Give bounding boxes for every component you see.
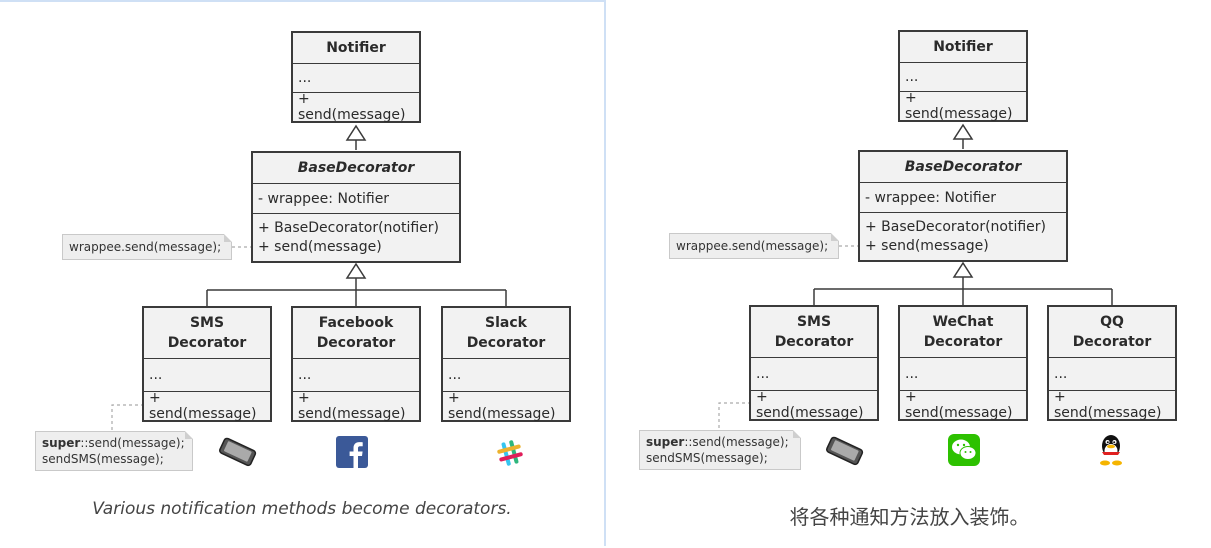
- class-fields: ...: [900, 62, 1026, 91]
- class-fields: ...: [144, 358, 270, 391]
- note-text: sendSMS(message);: [646, 451, 768, 465]
- class-method: + send(message): [293, 390, 419, 422]
- class-facebook-decorator: Facebook Decorator ... + send(message): [291, 306, 421, 422]
- connector-lines: [718, 123, 1113, 431]
- inheritance-arrow: [952, 261, 974, 278]
- class-wechat-decorator: WeChat Decorator ... + send(message): [898, 305, 1028, 421]
- phone-icon: [219, 437, 257, 467]
- class-title: Facebook Decorator: [293, 308, 419, 358]
- class-fields: ...: [293, 358, 419, 391]
- panel-english: Notifier ... + send(message) BaseDecorat…: [0, 0, 606, 546]
- class-method: + BaseDecorator(notifier): [258, 219, 440, 236]
- qq-icon: [1100, 435, 1122, 466]
- class-title: Notifier: [933, 39, 993, 55]
- class-title-line: SMS: [796, 314, 832, 330]
- note-text: ::send(message);: [80, 436, 185, 450]
- class-sms-decorator: SMS Decorator ... + send(message): [749, 305, 879, 421]
- class-base-decorator: BaseDecorator - wrappee: Notifier + Base…: [251, 151, 461, 263]
- class-fields: ...: [1049, 357, 1175, 390]
- note-keyword: super: [646, 435, 685, 449]
- class-base-decorator: BaseDecorator - wrappee: Notifier + Base…: [858, 150, 1068, 262]
- class-title-line: QQ: [1100, 314, 1124, 330]
- class-method: + send(message): [751, 389, 877, 421]
- class-title-line: SMS: [189, 315, 225, 331]
- class-sms-decorator: SMS Decorator ... + send(message): [142, 306, 272, 422]
- class-title-line: Decorator: [316, 335, 396, 351]
- class-fields: ...: [443, 358, 569, 391]
- class-fields: ...: [751, 357, 877, 390]
- class-method: + send(message): [258, 238, 382, 255]
- note-sms-send: super::send(message); sendSMS(message);: [639, 430, 801, 470]
- class-title: Notifier: [326, 40, 386, 56]
- class-notifier: Notifier ... + send(message): [898, 30, 1028, 122]
- class-title-line: Decorator: [1072, 334, 1152, 350]
- class-method: + send(message): [443, 390, 569, 422]
- class-method: + send(message): [900, 90, 1026, 122]
- class-field-wrappee: - wrappee: Notifier: [860, 182, 1066, 212]
- inheritance-arrow: [345, 124, 367, 141]
- class-method: + send(message): [865, 237, 989, 254]
- class-fields: ...: [293, 63, 419, 92]
- class-title: WeChat Decorator: [900, 307, 1026, 357]
- wechat-icon: [948, 434, 980, 466]
- class-title: Slack Decorator: [443, 308, 569, 358]
- note-wrappee-send: wrappee.send(message);: [669, 233, 839, 259]
- facebook-icon: [336, 436, 368, 468]
- class-field-wrappee: - wrappee: Notifier: [253, 183, 459, 213]
- class-method: + send(message): [1049, 389, 1175, 421]
- class-method: + BaseDecorator(notifier): [865, 218, 1047, 235]
- class-methods: + BaseDecorator(notifier) + send(message…: [253, 213, 459, 261]
- panel-chinese: Notifier ... + send(message) BaseDecorat…: [608, 0, 1211, 546]
- class-title: SMS Decorator: [751, 307, 877, 357]
- class-fields: ...: [900, 357, 1026, 390]
- class-title-line: Facebook: [318, 315, 394, 331]
- figure-caption: Various notification methods become deco…: [92, 499, 512, 519]
- inheritance-arrow: [345, 262, 367, 279]
- phone-icon: [826, 436, 864, 466]
- note-text: wrappee.send(message);: [69, 240, 222, 254]
- class-title: QQ Decorator: [1049, 307, 1175, 357]
- class-notifier: Notifier ... + send(message): [291, 31, 421, 123]
- class-slack-decorator: Slack Decorator ... + send(message): [441, 306, 571, 422]
- class-title: BaseDecorator: [904, 159, 1022, 175]
- class-title-line: Decorator: [774, 334, 854, 350]
- class-title-line: Decorator: [466, 335, 546, 351]
- note-keyword: super: [42, 436, 81, 450]
- class-method: + send(message): [144, 390, 270, 422]
- class-title-line: WeChat: [932, 314, 994, 330]
- class-qq-decorator: QQ Decorator ... + send(message): [1047, 305, 1177, 421]
- note-text: ::send(message);: [684, 435, 789, 449]
- inheritance-arrow: [952, 123, 974, 140]
- class-title: SMS Decorator: [144, 308, 270, 358]
- class-title-line: Decorator: [167, 335, 247, 351]
- class-methods: + BaseDecorator(notifier) + send(message…: [860, 212, 1066, 260]
- note-sms-send: super::send(message); sendSMS(message);: [35, 431, 193, 471]
- class-title-line: Slack: [485, 315, 527, 331]
- note-text: wrappee.send(message);: [676, 239, 829, 253]
- figure-caption: 将各种通知方法放入装饰。: [789, 505, 1030, 529]
- class-method: + send(message): [293, 91, 419, 123]
- note-wrappee-send: wrappee.send(message);: [62, 234, 232, 260]
- slack-icon: [497, 440, 523, 466]
- class-method: + send(message): [900, 389, 1026, 421]
- class-title-line: Decorator: [923, 334, 1003, 350]
- connector-lines: [111, 124, 507, 432]
- note-text: sendSMS(message);: [42, 452, 164, 466]
- class-title: BaseDecorator: [297, 160, 415, 176]
